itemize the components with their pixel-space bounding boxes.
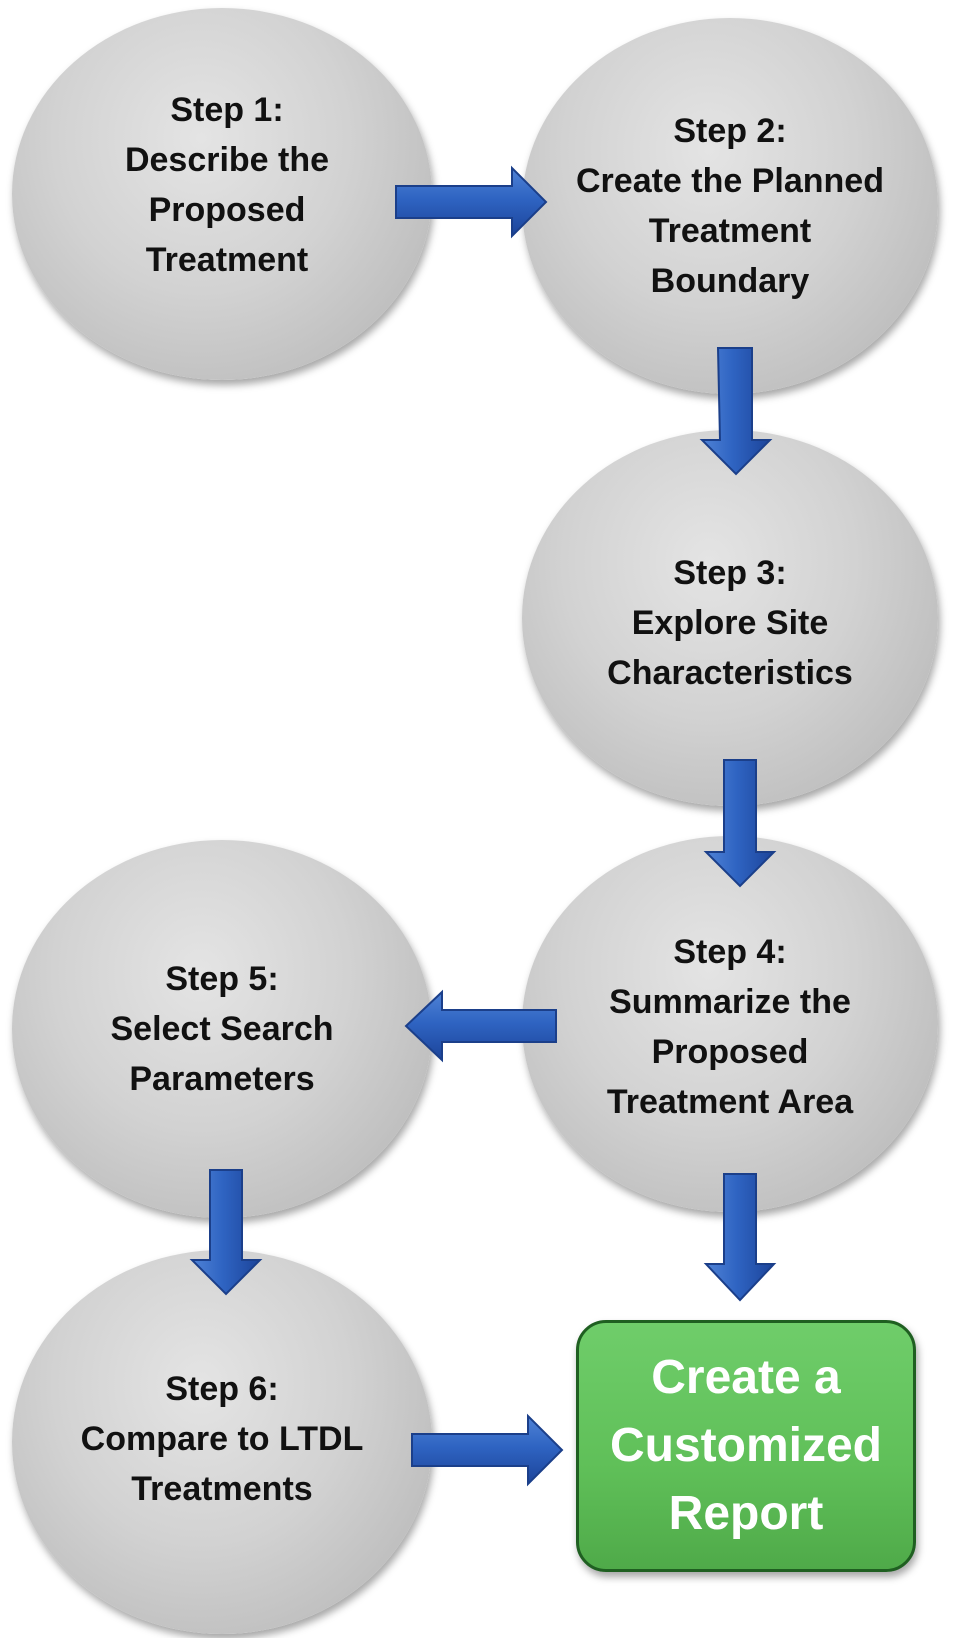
step-1-label-line-2: Proposed bbox=[148, 191, 306, 229]
final-report-line-3: Report bbox=[668, 1487, 824, 1540]
step-3-label-line-1: Explore Site bbox=[631, 604, 829, 642]
step-6-node: Step 6: Compare to LTDL Treatments bbox=[12, 1250, 432, 1634]
step-3-number: Step 3: bbox=[673, 554, 787, 592]
step-1-label-line-3: Treatment bbox=[145, 241, 309, 279]
final-report-line-2: Customized bbox=[609, 1419, 882, 1472]
step-2-number: Step 2: bbox=[673, 112, 787, 150]
step-6-label-line-1: Compare to LTDL bbox=[80, 1420, 364, 1458]
step-4-node: Step 4: Summarize the Proposed Treatment… bbox=[522, 836, 938, 1212]
step-5-label-line-2: Parameters bbox=[129, 1060, 315, 1098]
step-2-node: Step 2: Create the Planned Treatment Bou… bbox=[522, 18, 938, 394]
step-1-label-line-1: Describe the bbox=[124, 141, 330, 179]
step-4-label-line-1: Summarize the bbox=[609, 983, 851, 1021]
step-1-number: Step 1: bbox=[170, 91, 284, 129]
step-5-node: Step 5: Select Search Parameters bbox=[12, 840, 432, 1218]
step-3-label-line-2: Characteristics bbox=[607, 654, 853, 692]
step-4-label-line-2: Proposed bbox=[651, 1033, 809, 1071]
step-4-label-line-3: Treatment Area bbox=[606, 1083, 854, 1121]
step-6-label-line-2: Treatments bbox=[131, 1470, 313, 1508]
final-report-node: Create a Customized Report bbox=[576, 1320, 916, 1572]
step-6-number: Step 6: bbox=[165, 1370, 279, 1408]
step-2-label-line-3: Boundary bbox=[650, 262, 810, 300]
step-4-number: Step 4: bbox=[673, 933, 787, 971]
step-2-label-line-1: Create the Planned bbox=[576, 162, 884, 200]
step-3-node: Step 3: Explore Site Characteristics bbox=[522, 430, 938, 806]
step-5-number: Step 5: bbox=[165, 960, 279, 998]
step-5-label-line-1: Select Search bbox=[110, 1010, 334, 1048]
step-2-label-line-2: Treatment bbox=[648, 212, 812, 250]
arrow-step6-to-final bbox=[411, 1413, 564, 1487]
step-1-node: Step 1: Describe the Proposed Treatment bbox=[12, 8, 432, 380]
final-report-line-1: Create a bbox=[651, 1351, 841, 1404]
